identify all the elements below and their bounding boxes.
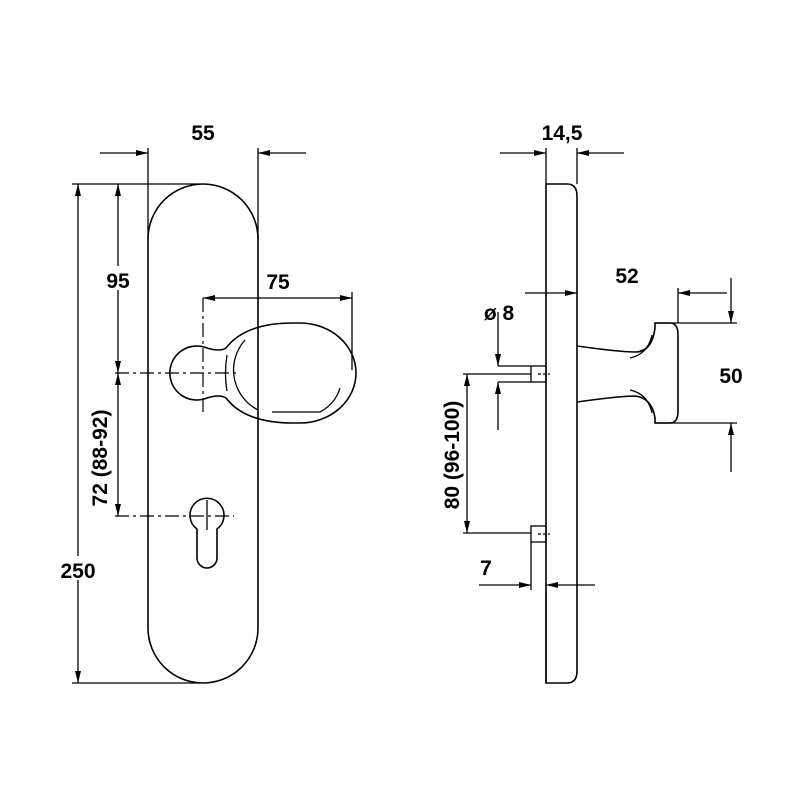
side-view: 14,5 52 50 ø 8 80 (96-100) bbox=[441, 122, 743, 684]
pin-diameter-label: ø 8 bbox=[484, 302, 515, 325]
knob-height-label: 95 bbox=[106, 270, 130, 293]
escutcheon-plate bbox=[147, 183, 259, 684]
pin-spacing-label: 80 (96-100) bbox=[441, 401, 464, 510]
pin-length-label: 7 bbox=[480, 557, 492, 580]
cylinder-keyhole bbox=[189, 497, 225, 569]
thickness-label: 14,5 bbox=[542, 122, 583, 145]
knob-projection-label: 75 bbox=[266, 271, 290, 294]
spacing-label: 72 (88-92) bbox=[89, 410, 112, 507]
height-label: 250 bbox=[60, 560, 95, 583]
knob-side bbox=[576, 322, 679, 424]
width-label: 55 bbox=[191, 122, 215, 145]
knob-depth-label: 52 bbox=[615, 265, 638, 288]
front-view: 55 250 95 72 (88-92) 75 bbox=[52, 122, 357, 684]
knob-diameter-label: 50 bbox=[719, 365, 742, 388]
knob-front bbox=[169, 322, 357, 424]
plate-side bbox=[545, 183, 578, 684]
